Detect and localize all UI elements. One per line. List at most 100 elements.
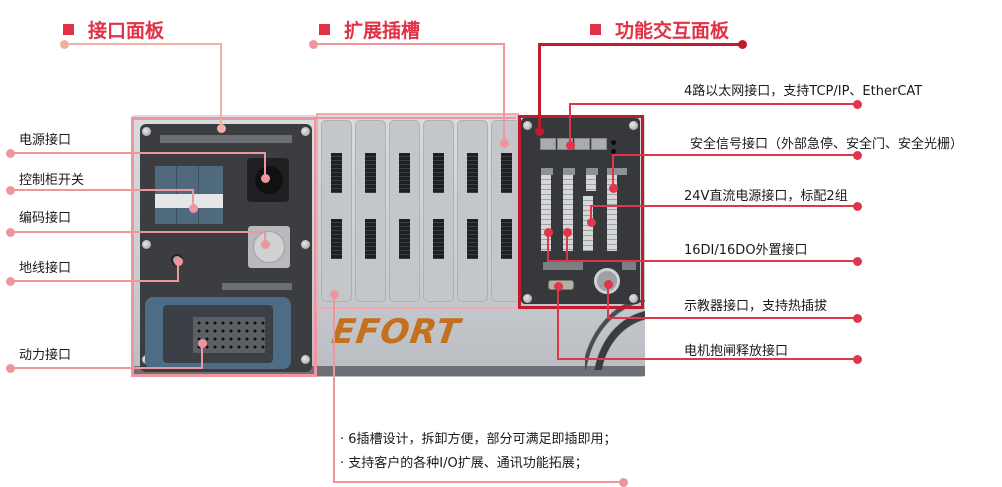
leader-line: [10, 367, 203, 369]
leader-line: [538, 43, 742, 46]
slot-terminal: [433, 153, 444, 193]
section-title-interface-panel: 接口面板: [63, 16, 164, 43]
expansion-slot-6: [491, 120, 522, 302]
leader-line: [547, 260, 858, 262]
leader-line: [220, 43, 222, 127]
cabinet-switch-breaker[interactable]: [155, 166, 223, 224]
expansion-slot-4: [423, 120, 454, 302]
encoder-ring: [253, 231, 285, 263]
slot-terminal: [399, 219, 410, 259]
leader-dot: [853, 355, 862, 364]
leader-dot: [217, 124, 226, 133]
ethernet-port: [540, 138, 556, 150]
terminal-label: [586, 168, 598, 175]
leader-line: [547, 232, 549, 262]
slot-terminal: [501, 219, 512, 259]
motor-power-connector: [145, 297, 291, 369]
screw-icon: [629, 294, 638, 303]
leader-line: [333, 481, 623, 483]
slot-terminal: [331, 153, 342, 193]
leader-line: [557, 358, 858, 360]
function-panel-outline: [518, 115, 644, 309]
expansion-slot-5: [457, 120, 488, 302]
label-safety: 安全信号接口（外部急停、安全门、安全光栅）: [690, 137, 964, 152]
screw-icon: [301, 355, 310, 364]
slot-terminal: [399, 153, 410, 193]
bullet-square-icon: [319, 24, 330, 35]
terminal-label: [563, 168, 575, 175]
leader-line: [177, 261, 179, 282]
leader-line: [201, 343, 203, 369]
leader-line: [566, 232, 568, 262]
screw-icon: [142, 127, 151, 136]
leader-dot: [544, 228, 553, 237]
section-title-text: 功能交互面板: [615, 20, 730, 42]
nameplate: [222, 283, 292, 290]
leader-dot: [853, 100, 862, 109]
screw-icon: [301, 240, 310, 249]
leader-line: [590, 205, 858, 207]
leader-line: [313, 43, 505, 45]
expansion-slot-2: [355, 120, 386, 302]
screw-icon: [523, 294, 532, 303]
nameplate: [160, 135, 292, 143]
connector-pins: [193, 317, 265, 353]
ethernet-port: [591, 138, 607, 150]
leader-line: [557, 286, 559, 360]
efort-logo: EFORT: [329, 312, 464, 352]
leader-line: [607, 284, 609, 319]
expansion-note-2: · 支持客户的各种I/O扩展、通讯功能拓展；: [340, 456, 588, 471]
leader-dot: [853, 151, 862, 160]
expansion-slot-1: [321, 120, 352, 302]
section-title-text: 扩展插槽: [344, 20, 421, 42]
leader-dot: [189, 204, 198, 213]
leader-dot: [198, 339, 207, 348]
bullet-square-icon: [63, 24, 74, 35]
leader-line: [569, 103, 571, 145]
screw-icon: [142, 240, 151, 249]
expansion-slots-outline: [316, 113, 519, 309]
leader-dot: [261, 174, 270, 183]
leader-line: [264, 231, 266, 243]
teach-pendant-label: [622, 262, 636, 270]
label-encoder: 编码接口: [19, 211, 72, 226]
leader-dot: [853, 202, 862, 211]
brake-release-label: [543, 262, 583, 270]
leader-dot: [619, 478, 628, 487]
slot-terminal: [467, 219, 478, 259]
slot-terminal: [501, 153, 512, 193]
leader-line: [192, 189, 194, 207]
label-dio: 16DI/16DO外置接口: [684, 243, 808, 258]
leader-line: [503, 43, 505, 143]
label-motor-power: 动力接口: [19, 348, 72, 363]
expansion-slot-3: [389, 120, 420, 302]
leader-dot: [261, 240, 270, 249]
bullet-square-icon: [590, 24, 601, 35]
terminal-label: [541, 168, 553, 175]
screw-icon: [629, 121, 638, 130]
leader-dot: [604, 280, 613, 289]
leader-line: [333, 294, 335, 483]
section-title-text: 接口面板: [88, 20, 165, 42]
leader-line: [612, 154, 614, 188]
leader-line: [64, 43, 222, 45]
di-terminal-block: [541, 175, 551, 251]
leader-dot: [554, 282, 563, 291]
label-dc24v: 24V直流电源接口，标配2组: [684, 189, 848, 204]
label-teach-pendant: 示教器接口，支持热插拔: [684, 299, 828, 314]
slot-terminal: [433, 219, 444, 259]
leader-dot: [609, 184, 618, 193]
leader-line: [10, 152, 266, 154]
expansion-note-1: · 6插槽设计，拆卸方便，部分可满足即插即用；: [340, 432, 617, 447]
leader-dot: [566, 141, 575, 150]
connector-housing: [163, 305, 273, 363]
leader-dot: [853, 314, 862, 323]
section-title-function-panel: 功能交互面板: [590, 16, 729, 43]
slot-terminal: [365, 153, 376, 193]
label-ground: 地线接口: [19, 261, 72, 276]
label-power: 电源接口: [19, 133, 72, 148]
label-brake-release: 电机抱闸释放接口: [684, 344, 789, 359]
status-led: [611, 140, 616, 145]
slot-terminal: [365, 219, 376, 259]
leader-line: [569, 103, 858, 105]
